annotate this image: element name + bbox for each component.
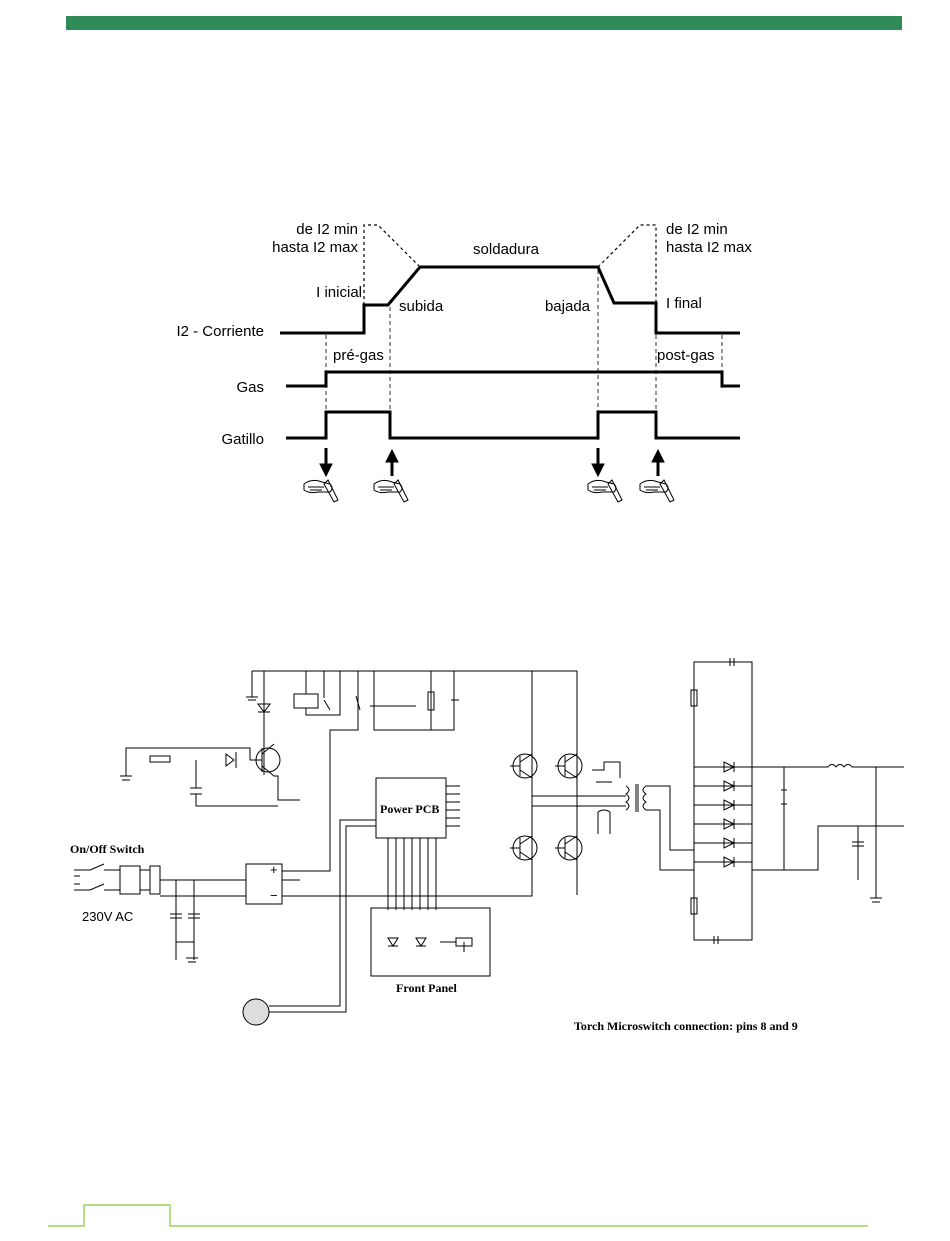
range-right-line1: de I2 min	[666, 221, 728, 238]
rectifier-diodes	[694, 762, 788, 867]
release-trigger-icon	[640, 480, 674, 502]
press-trigger-icon	[304, 480, 338, 502]
circuit-schematic	[74, 658, 904, 1025]
front-panel-label: Front Panel	[396, 981, 457, 995]
range-marker-right	[598, 225, 656, 303]
downslope-label: bajada	[545, 298, 591, 315]
range-right-line2: hasta I2 max	[666, 239, 752, 256]
final-current-label: I final	[666, 295, 702, 312]
torch-microswitch-note: Torch Microswitch connection: pins 8 and…	[574, 1019, 798, 1033]
power-pcb-label: Power PCB	[380, 802, 439, 816]
bridge-minus-label: −	[270, 888, 278, 903]
pregas-label: pré-gas	[333, 347, 384, 364]
range-left-line2: hasta I2 max	[272, 239, 358, 256]
weld-label: soldadura	[473, 241, 540, 258]
range-left-line1: de I2 min	[296, 221, 358, 238]
footer-tab-line	[0, 1195, 950, 1235]
range-marker-left	[364, 225, 420, 305]
onoff-switch-label: On/Off Switch	[70, 842, 145, 856]
press-trigger-icon	[588, 480, 622, 502]
postgas-label: post-gas	[657, 347, 715, 364]
initial-current-label: I inicial	[316, 284, 362, 301]
timing-diagram: I2 - Corriente Gas Gatillo de I2 min has…	[176, 221, 752, 502]
gas-waveform	[286, 372, 740, 386]
current-signal-label: I2 - Corriente	[176, 323, 264, 340]
trigger-signal-label: Gatillo	[221, 431, 264, 448]
gas-signal-label: Gas	[236, 379, 264, 396]
page-figures: I2 - Corriente Gas Gatillo de I2 min has…	[0, 0, 950, 1080]
mains-voltage-label: 230V AC	[82, 909, 133, 924]
trigger-arrows	[320, 448, 664, 476]
bridge-plus-label: +	[270, 862, 278, 877]
upslope-label: subida	[399, 298, 444, 315]
release-trigger-icon	[374, 480, 408, 502]
trigger-waveform	[286, 412, 740, 438]
